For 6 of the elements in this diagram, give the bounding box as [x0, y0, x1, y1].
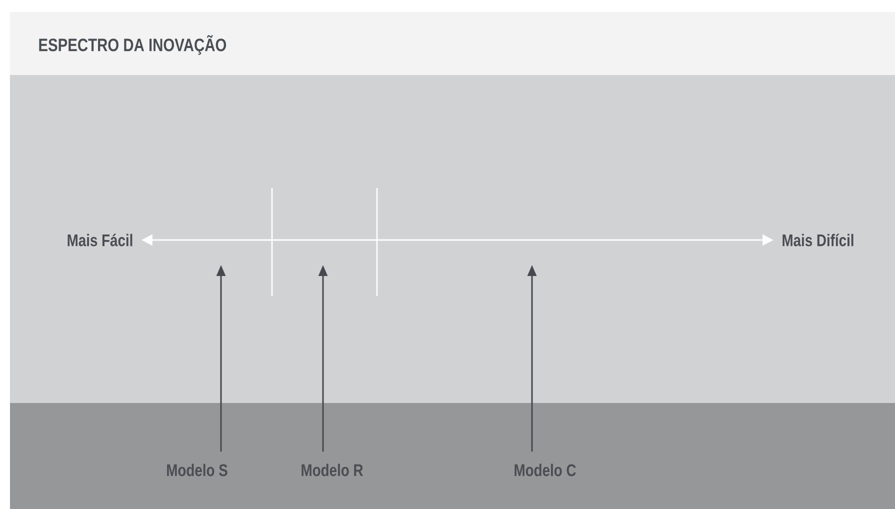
title: ESPECTRO DA INOVAÇÃO — [39, 35, 226, 55]
model-label: Modelo S — [167, 464, 228, 476]
model-label: Modelo C — [514, 464, 576, 476]
model-label: Modelo R — [302, 464, 363, 476]
scale-label: Mais Difícil — [782, 234, 854, 246]
scale-label: Mais Fácil — [68, 234, 132, 246]
